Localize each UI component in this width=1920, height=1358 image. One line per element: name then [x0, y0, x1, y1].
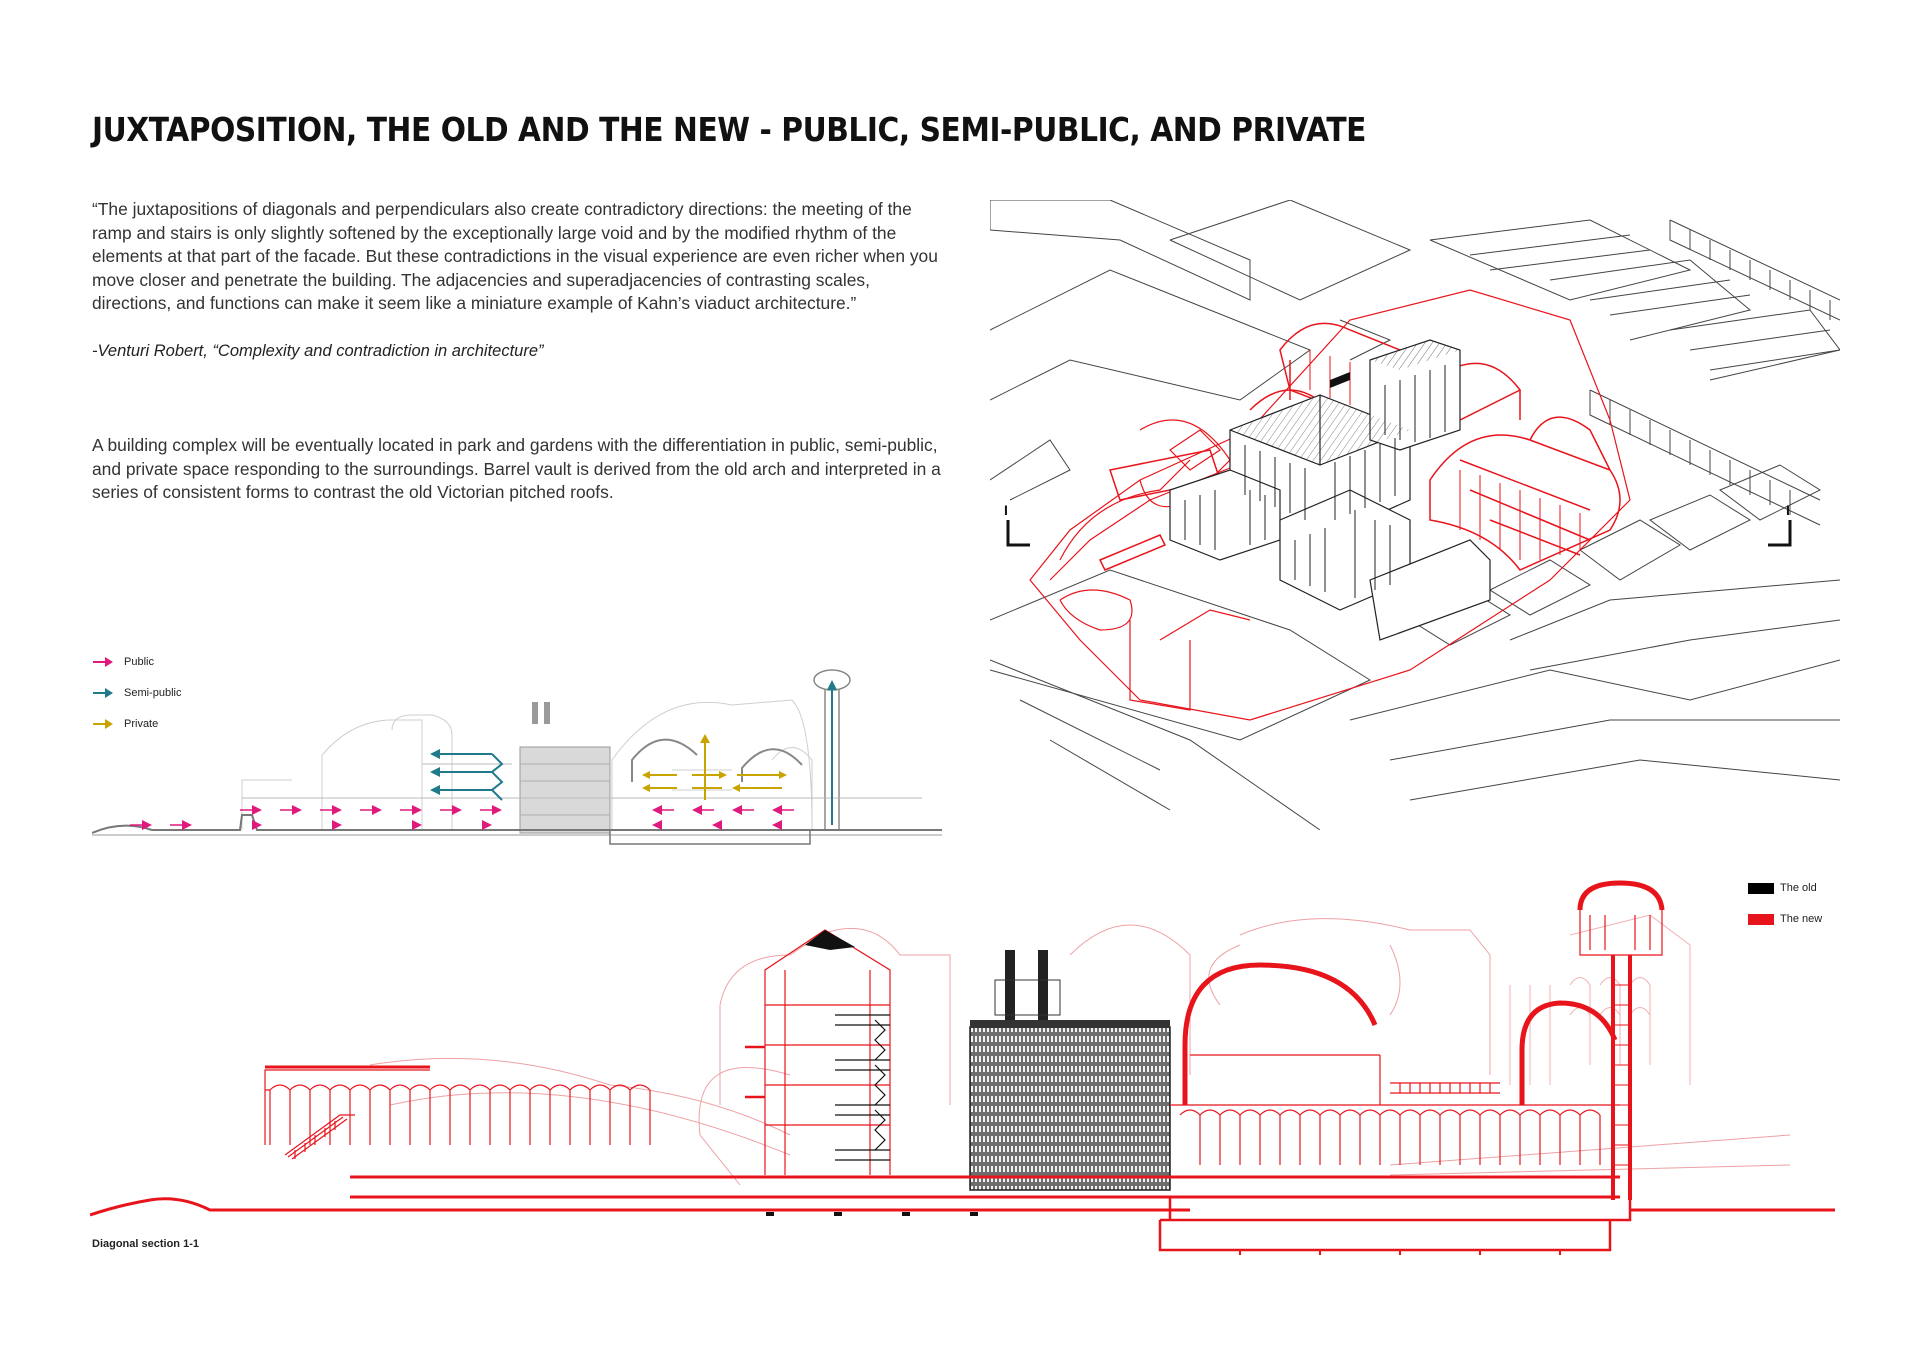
- axonometric-site-drawing: I I: [990, 200, 1840, 830]
- legend-item-new: The new: [1748, 913, 1822, 925]
- project-description: A building complex will be eventually lo…: [92, 435, 941, 502]
- public-arrow-icon: [93, 657, 113, 667]
- section-marker-left: I: [1004, 502, 1008, 518]
- section-marker-right: I: [1786, 502, 1790, 518]
- legend-item-private: Private: [92, 716, 158, 732]
- legend-item-old: The old: [1748, 882, 1817, 894]
- section-caption: Diagonal section 1-1: [92, 1238, 199, 1250]
- diagonal-section-drawing: [90, 880, 1835, 1255]
- legend-item-public: Public: [92, 654, 154, 670]
- new-swatch-icon: [1748, 913, 1774, 925]
- circulation-section-diagram: [92, 669, 942, 845]
- page-title: JUXTAPOSITION, THE OLD AND THE NEW - PUB…: [92, 110, 1367, 149]
- legend-label-private: Private: [124, 718, 159, 730]
- legend-item-semi-public: Semi-public: [92, 685, 181, 701]
- semi-public-arrow-icon: [93, 688, 113, 698]
- legend-label-public: Public: [124, 656, 154, 668]
- legend-label-old: The old: [1780, 882, 1817, 894]
- legend-label-semi-public: Semi-public: [124, 687, 182, 699]
- quote-citation: -Venturi Robert, “Complexity and contrad…: [92, 342, 544, 360]
- quote-text: “The juxtapositions of diagonals and per…: [92, 199, 938, 313]
- legend-label-new: The new: [1780, 913, 1823, 925]
- private-arrow-icon: [93, 719, 113, 729]
- old-swatch-icon: [1748, 882, 1774, 894]
